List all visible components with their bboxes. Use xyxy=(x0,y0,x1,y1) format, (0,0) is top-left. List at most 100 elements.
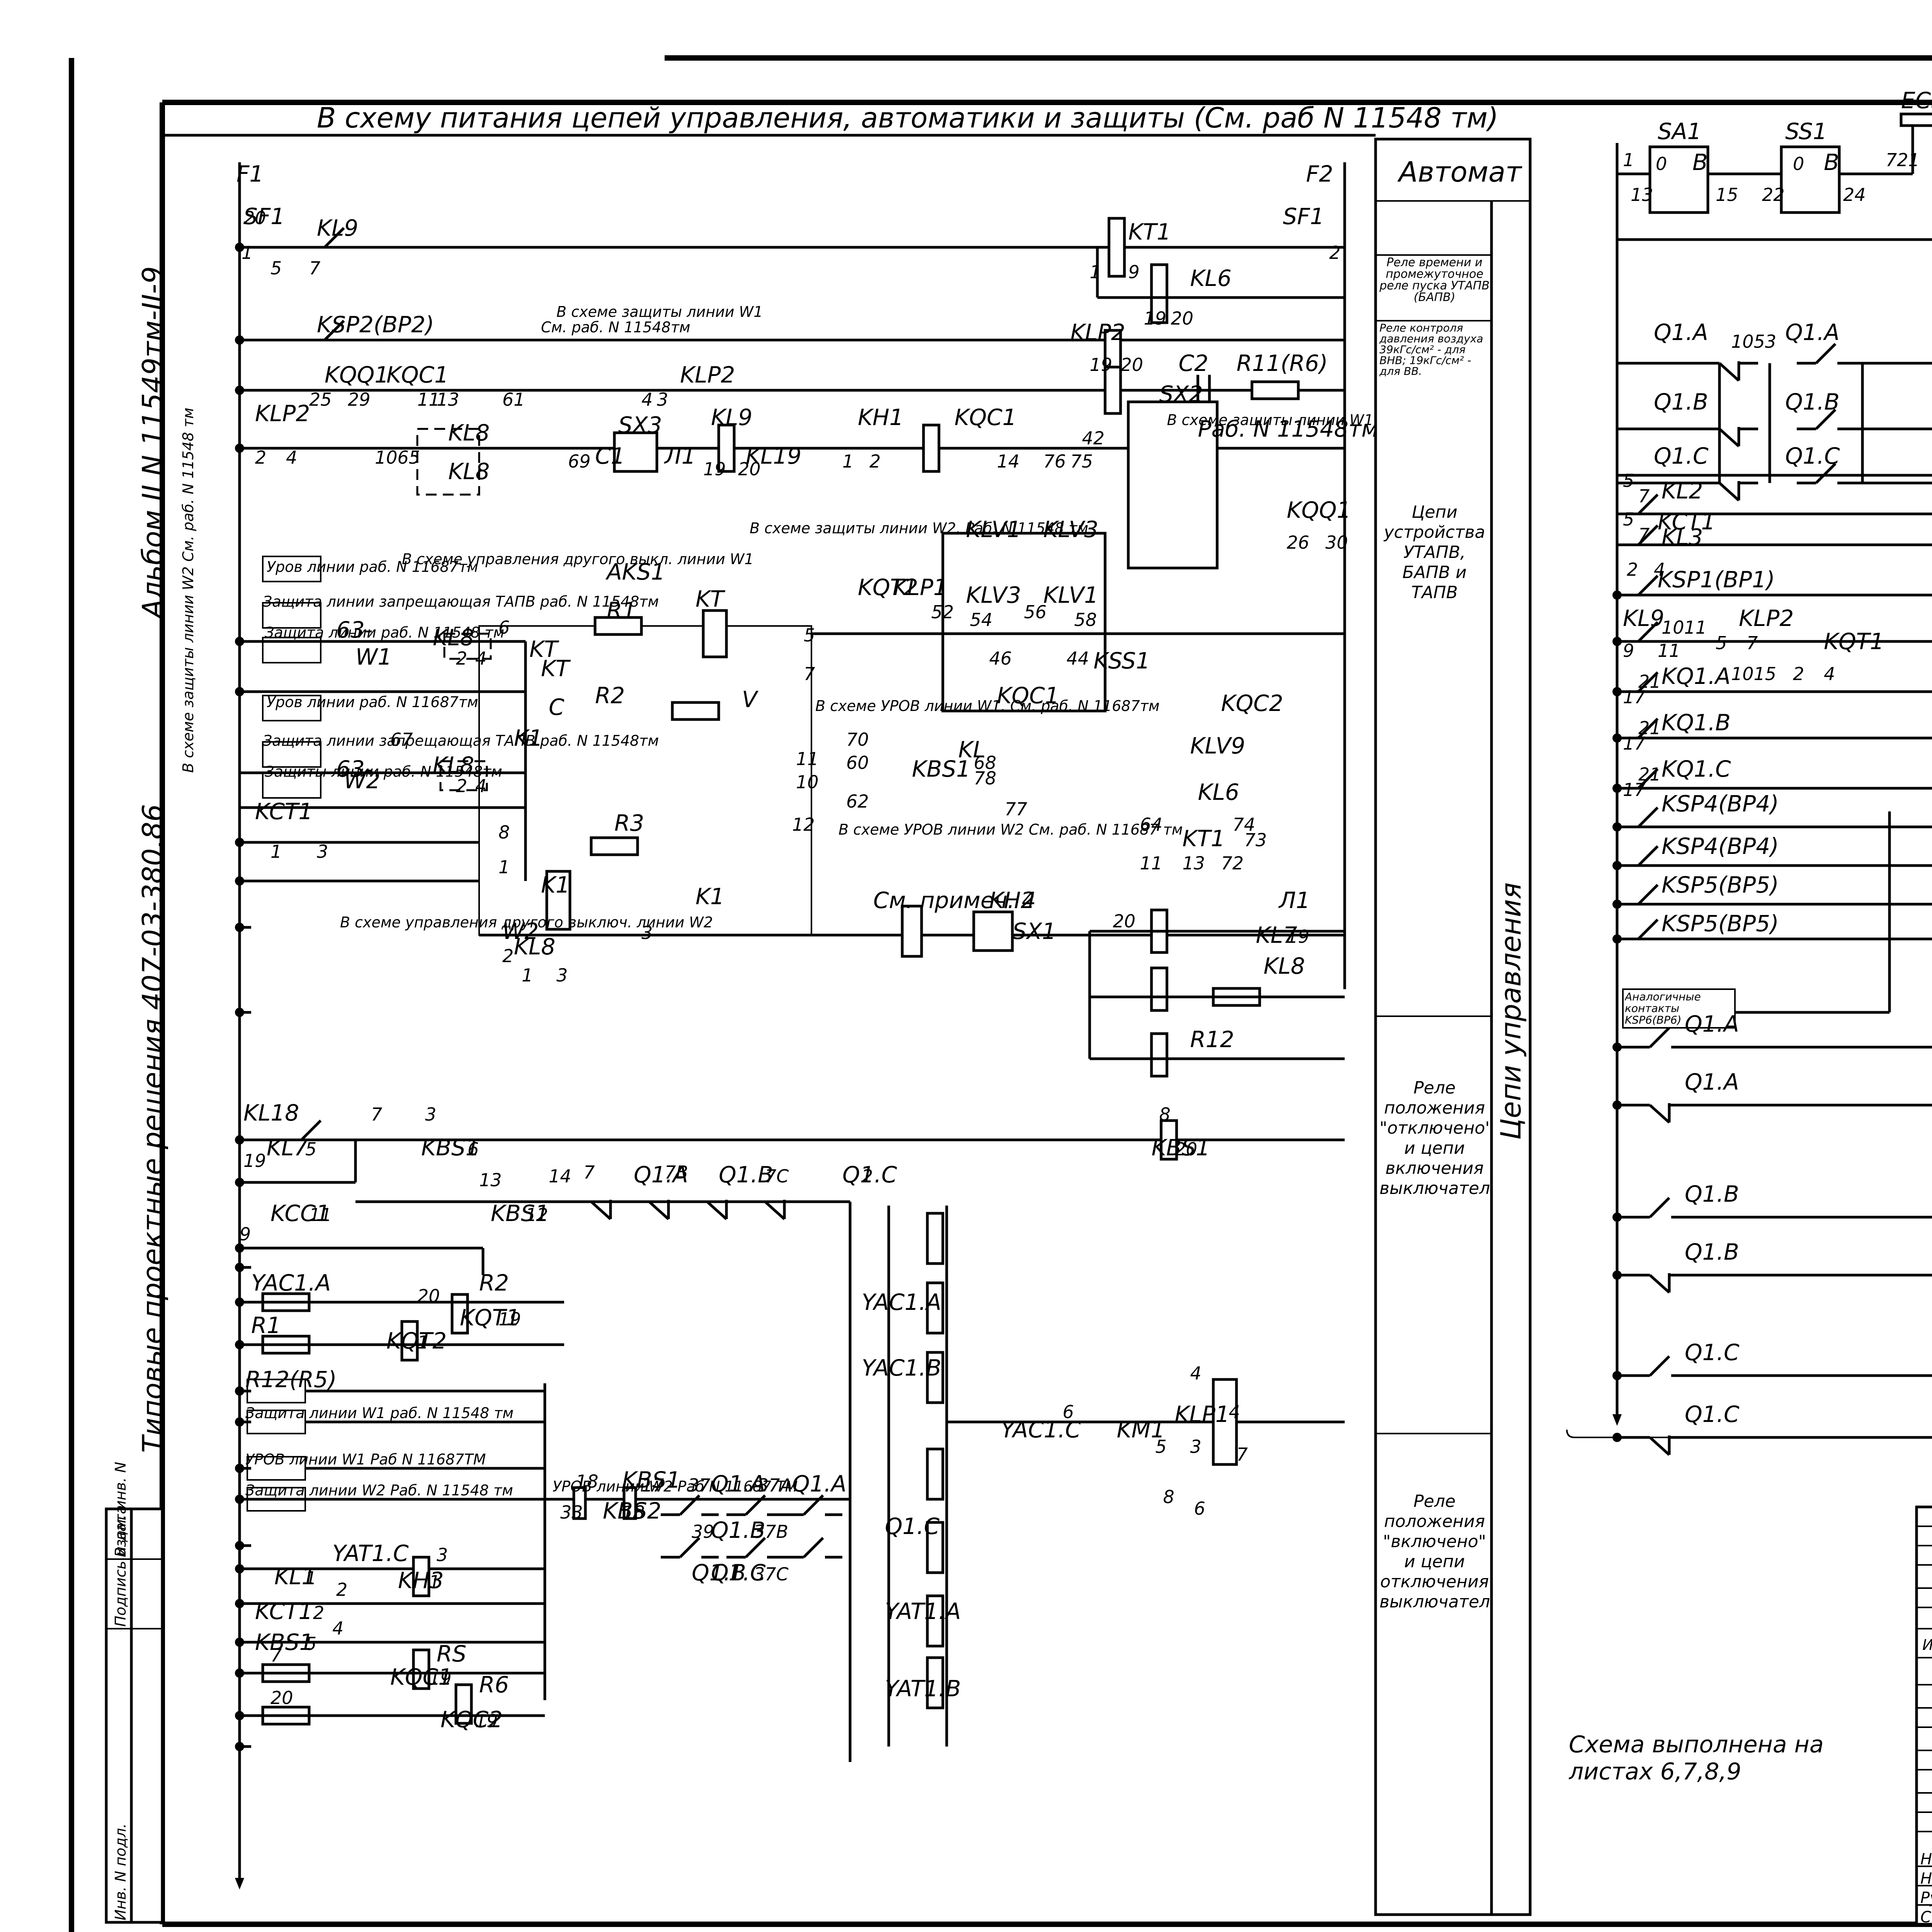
left-schematic-label: Защита линии запрещающая ТАПВ раб. N 115… xyxy=(263,593,659,610)
signature-role: Рук. гр. xyxy=(1920,1889,1932,1907)
left-schematic-label: V xyxy=(742,686,759,713)
left-schematic-label: Q1.A xyxy=(792,1471,847,1497)
pressure-row-label: 4 xyxy=(1824,663,1835,684)
phase-check-label: 1053 xyxy=(1731,331,1776,352)
left-schematic-label: 9 xyxy=(240,1224,251,1245)
legend-row-utapv: Цепи устройства УТАПВ, БАПВ и ТАПВ xyxy=(1384,502,1485,602)
left-schematic-label: 39 xyxy=(692,1521,714,1542)
left-schematic-label: 2 xyxy=(862,1166,873,1187)
left-schematic-label: KL7 xyxy=(1256,922,1297,948)
repeater-contact-label: Q1.C xyxy=(1685,1339,1740,1366)
left-schematic-label: 74 xyxy=(1233,814,1255,835)
left-schematic-label: Q1.A xyxy=(634,1162,688,1188)
left-schematic-label: K1 xyxy=(696,883,724,910)
left-schematic-label: KLV9 xyxy=(1190,733,1245,759)
left-schematic-label: 11 xyxy=(309,1204,332,1225)
wire xyxy=(764,1201,786,1220)
left-schematic-label: 56 xyxy=(1024,602,1047,622)
left-schematic-label: 63- xyxy=(336,756,373,782)
left-schematic-label: C2 xyxy=(1179,350,1208,376)
left-schematic-label: 19 xyxy=(1287,926,1310,947)
wire xyxy=(1815,408,1837,430)
relay-coil xyxy=(717,423,736,473)
phase-check-label: Q1.A xyxy=(1654,319,1708,345)
left-schematic-label: Уров линии раб. N 11687тм xyxy=(267,694,478,711)
left-schematic-label: KQT2 xyxy=(386,1328,447,1354)
left-schematic-label: 3 xyxy=(641,922,653,943)
left-schematic-label: 19 xyxy=(1090,354,1112,375)
left-schematic-label: 1 xyxy=(270,841,282,862)
signature-role: Н. контр. xyxy=(1920,1850,1932,1868)
left-schematic-label: 7 xyxy=(804,663,815,684)
left-schematic-label: KL18 xyxy=(243,1100,299,1126)
sx1-block xyxy=(972,910,1014,952)
left-schematic-label: 72 xyxy=(1221,853,1244,874)
left-schematic-label: 1 xyxy=(498,857,510,878)
left-schematic-label: 42 xyxy=(1082,428,1105,449)
analog-contacts-note: Аналогичные контакты KSP6(BP6) xyxy=(1625,991,1701,1026)
left-schematic-label: KBS2 xyxy=(603,1498,662,1524)
left-schematic-label: KLP1 xyxy=(1175,1401,1230,1427)
left-schematic-label: YAC1.A xyxy=(251,1270,331,1296)
left-schematic-label: R12 xyxy=(1190,1026,1234,1053)
resistor xyxy=(594,616,643,636)
left-schematic-label: 4 xyxy=(1190,1363,1201,1384)
left-schematic-label: 37B xyxy=(753,1521,788,1542)
left-schematic-label: KQC1 xyxy=(954,404,1017,430)
left-schematic-label: KL8 xyxy=(433,624,474,651)
pressure-row-label: KSP5(BP5) xyxy=(1662,872,1779,898)
wire xyxy=(745,1537,766,1558)
repeater-contact-label: Q1.B xyxy=(1685,1239,1739,1265)
left-schematic-label: 4 xyxy=(1229,1401,1240,1422)
repeater-contact-label: Q1.A xyxy=(1685,1069,1739,1095)
left-schematic-label: 4 xyxy=(286,447,297,468)
left-schematic-label: 3 xyxy=(657,389,668,410)
relay-coil xyxy=(1150,263,1168,324)
left-schematic-label: KL1 xyxy=(274,1563,316,1590)
left-schematic-label: 33 xyxy=(560,1502,583,1523)
left-schematic-label: 46 xyxy=(989,648,1012,669)
relay-coil xyxy=(1212,1378,1238,1466)
wire xyxy=(803,1494,824,1516)
left-schematic-label: 76 xyxy=(1043,451,1066,472)
left-schematic-label: 2 xyxy=(1329,242,1340,263)
left-schematic-label: C xyxy=(549,694,565,720)
arrow-down xyxy=(235,1878,244,1889)
left-schematic-label: Раб. N 11548тм xyxy=(1198,416,1378,442)
left-schematic-label: KLV1 xyxy=(966,516,1021,543)
wire xyxy=(1649,1274,1670,1294)
left-schematic-label: Защита линии раб. N 11548 тм xyxy=(265,624,504,641)
legend-vertical-control-circuits: Цепи управления xyxy=(1495,883,1527,1140)
left-schematic-label: В схеме защиты линии W2. Раб. N 11548 тм xyxy=(750,520,1088,537)
pressure-row-label: KQ1.B xyxy=(1662,709,1731,736)
junction-dot xyxy=(235,1386,244,1396)
junction-dot xyxy=(1612,637,1622,646)
left-schematic-label: K1 xyxy=(541,872,570,898)
left-schematic-label: 1 xyxy=(305,1568,316,1588)
left-schematic-label: 19 xyxy=(429,1668,452,1689)
left-schematic-label: KQC1 xyxy=(390,1664,452,1690)
pressure-row-label: 7 xyxy=(1747,633,1758,653)
pressure-row-label: 21 xyxy=(1638,671,1661,692)
km-row-label: 2 xyxy=(1627,559,1638,580)
wire xyxy=(300,1119,322,1141)
left-schematic-label: Q1.B xyxy=(711,1517,765,1543)
left-schematic-label: 4 xyxy=(332,1618,344,1639)
pressure-row-label: KQT1 xyxy=(1824,628,1884,655)
wire xyxy=(1637,575,1659,596)
left-schematic-label: KQC1 xyxy=(386,362,449,388)
left-schematic-label: 70 xyxy=(846,729,869,750)
left-schematic-label: 3 xyxy=(1190,1436,1201,1457)
relay-coil xyxy=(1150,1032,1168,1078)
left-schematic-label: YAC1.B xyxy=(862,1355,941,1381)
relay-coil xyxy=(412,1556,430,1597)
junction-dot xyxy=(1612,733,1622,743)
left-schematic-label: 1 xyxy=(842,451,854,472)
left-schematic-label: В схеме управления другого выключ. линии… xyxy=(340,914,713,931)
left-schematic-label: 1 xyxy=(522,965,533,986)
junction-dot xyxy=(235,1464,244,1473)
left-schematic-label: Q1.C xyxy=(885,1513,940,1539)
top-row-label: B xyxy=(1692,149,1708,175)
left-schematic-label: 20 xyxy=(1113,911,1136,932)
